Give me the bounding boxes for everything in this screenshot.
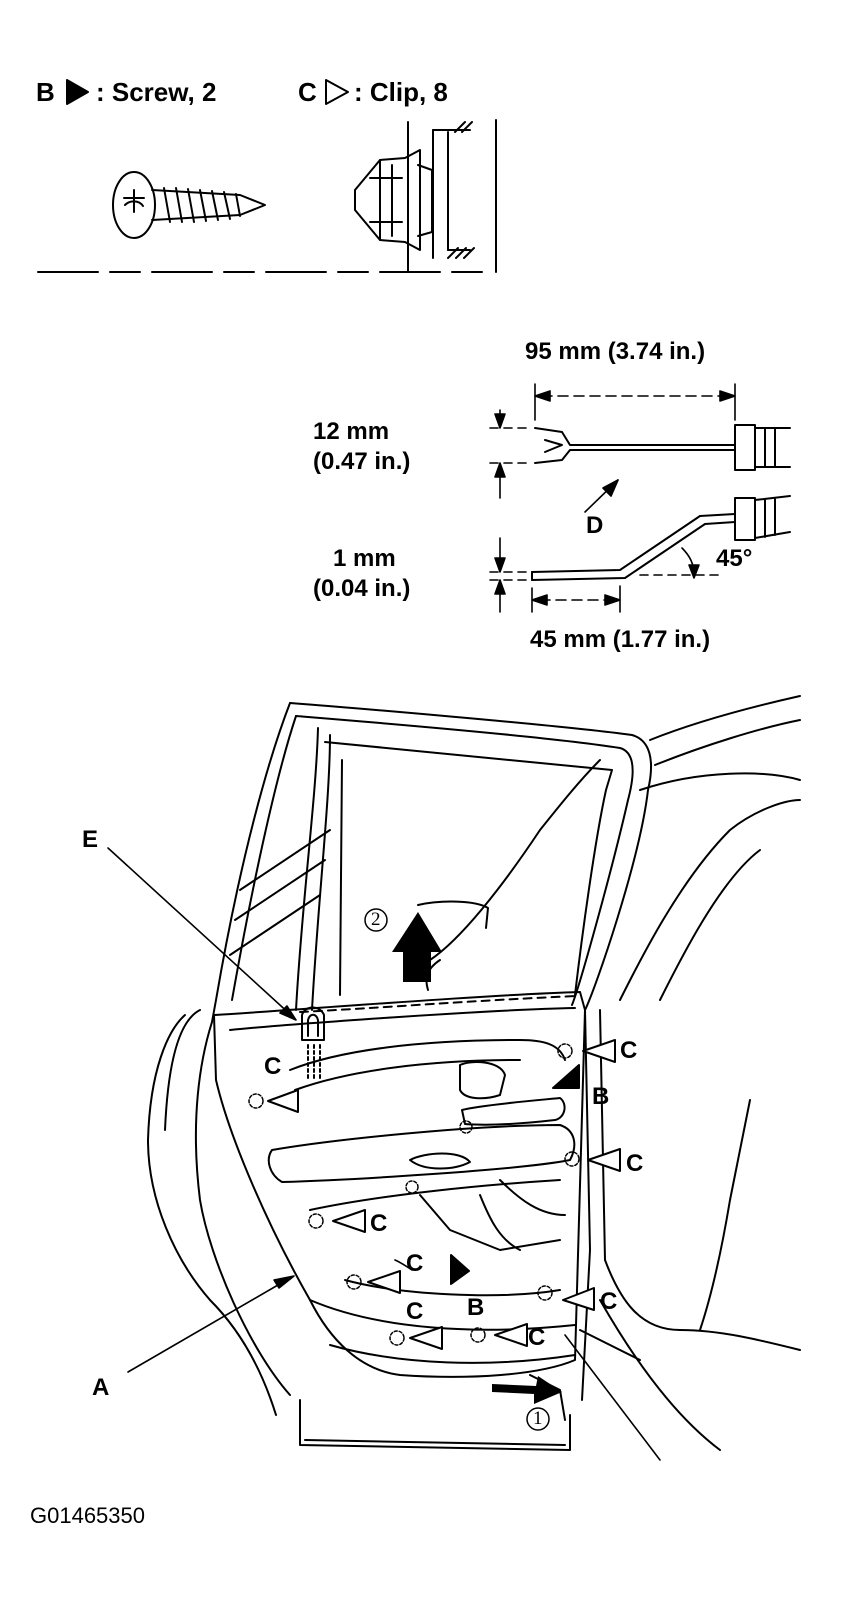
- clip-label-c-7: C: [528, 1324, 546, 1351]
- clip-label-c-3: C: [626, 1150, 644, 1177]
- tool-angle: 45°: [716, 545, 753, 572]
- screw-illustration: [112, 171, 266, 239]
- leader-lines: [107, 847, 661, 1461]
- clip-label-c-1: C: [264, 1053, 282, 1080]
- legend-clip-text: : Clip, 8: [354, 77, 448, 107]
- tool-bend-length: 45 mm (1.77 in.): [530, 626, 711, 653]
- clip-label-c-8: C: [600, 1288, 618, 1315]
- pull-up-arrow-icon: [392, 912, 442, 982]
- screw-symbol-icon: [66, 79, 89, 105]
- clip-label-c-6: C: [406, 1298, 424, 1325]
- dimension-lines: [489, 383, 736, 613]
- clip-label-c-4: C: [370, 1210, 388, 1237]
- step-1-circle: [526, 1407, 550, 1431]
- screw-label-b-1: B: [592, 1083, 610, 1110]
- tool-thickness-mm: 1 mm: [333, 545, 396, 572]
- clip-label-c-2: C: [620, 1037, 638, 1064]
- label-e: E: [82, 826, 99, 853]
- trim-panel: [213, 759, 601, 1421]
- screw-label-b-2: B: [467, 1294, 485, 1321]
- label-a: A: [92, 1374, 110, 1401]
- tool-side-view: [531, 495, 791, 581]
- pull-out-arrow-icon: [492, 1376, 562, 1404]
- clip-label-c-5: C: [406, 1250, 424, 1277]
- tool-top-view: [534, 424, 791, 471]
- clip-c-markers: [267, 1039, 621, 1350]
- step-2-circle: [364, 908, 388, 932]
- tool-width-in: (0.47 in.): [313, 448, 411, 475]
- removal-arrows: [392, 912, 562, 1404]
- tool-label-d: D: [586, 512, 604, 539]
- door-frame: [147, 702, 652, 1451]
- legend-clip-key: C: [298, 77, 317, 107]
- tool-width-mm: 12 mm: [313, 418, 390, 445]
- body-outline: [579, 695, 801, 1451]
- legend-screw-key: B: [36, 77, 55, 107]
- legend-screw-text: : Screw, 2: [96, 77, 217, 107]
- tool-length-label: 95 mm (3.74 in.): [525, 338, 706, 365]
- figure-code: G01465350: [30, 1503, 145, 1528]
- step-1-number: 1: [533, 1408, 543, 1429]
- screw-b-markers: [450, 1064, 580, 1285]
- clip-points: [248, 1043, 580, 1346]
- step-2-number: 2: [371, 909, 381, 930]
- clip-e-illustration: [301, 1006, 325, 1081]
- clip-symbol-icon: [325, 79, 349, 105]
- tool-thickness-in: (0.04 in.): [313, 575, 411, 602]
- clip-illustration: [354, 119, 497, 273]
